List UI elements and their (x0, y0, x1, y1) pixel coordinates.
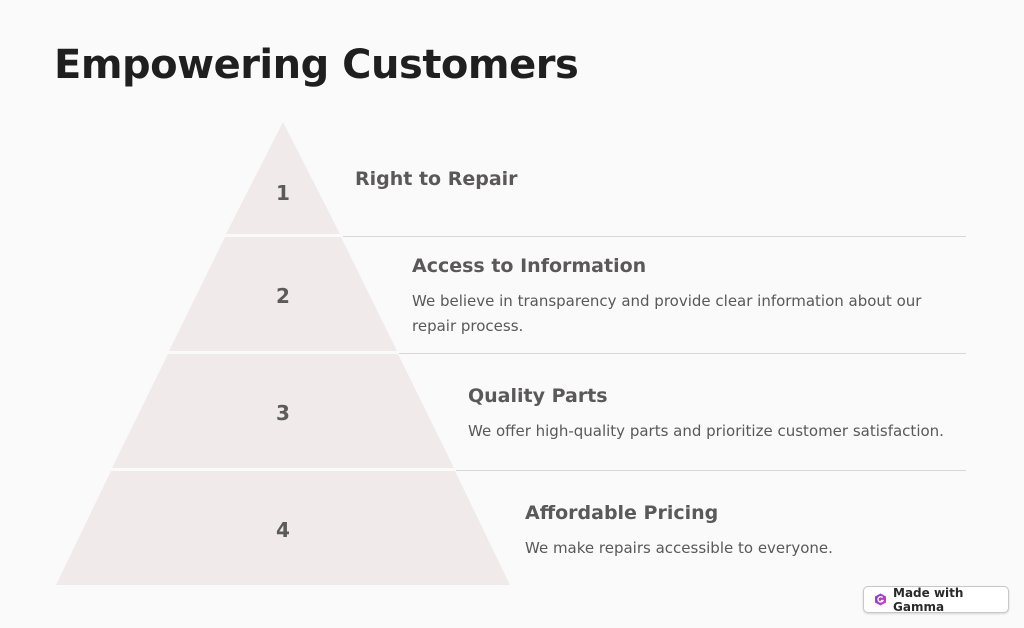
pyramid-tier-2 (169, 237, 397, 351)
badge-label: Made with Gamma (893, 585, 964, 614)
page-title: Empowering Customers (54, 42, 579, 88)
pyramid-tier-1 (226, 122, 340, 234)
pyramid-tier-4 (56, 471, 510, 585)
gamma-logo-icon (875, 593, 886, 606)
tier-divider-2 (399, 353, 966, 354)
tier-heading-3: Quality Parts (468, 385, 608, 407)
tier-number-3: 3 (276, 401, 290, 425)
tier-heading-2: Access to Information (412, 255, 647, 277)
tier-description-2: We believe in transparency and provide c… (412, 292, 922, 335)
tier-number-1: 1 (276, 181, 290, 205)
tier-text-1: Right to Repair (355, 168, 966, 202)
tier-text-3: Quality Parts We offer high-quality part… (468, 385, 966, 444)
tier-divider-3 (456, 470, 966, 471)
tier-description-4: We make repairs accessible to everyone. (525, 539, 833, 557)
tier-description-3: We offer high-quality parts and prioriti… (468, 422, 944, 440)
tier-number-4: 4 (276, 518, 290, 542)
tier-heading-1: Right to Repair (355, 168, 518, 190)
pyramid-tier-3 (112, 354, 454, 468)
tier-divider-1 (343, 236, 966, 237)
tier-text-4: Affordable Pricing We make repairs acces… (525, 502, 966, 561)
tier-heading-4: Affordable Pricing (525, 502, 719, 524)
tier-number-2: 2 (276, 284, 290, 308)
tier-text-2: Access to Information We believe in tran… (412, 255, 966, 339)
made-with-gamma-button[interactable]: Made with Gamma (863, 585, 1009, 614)
